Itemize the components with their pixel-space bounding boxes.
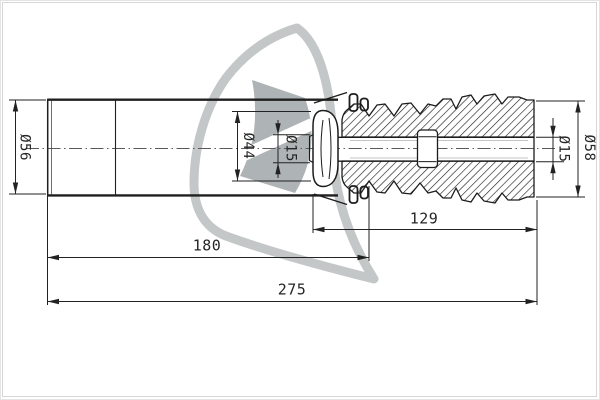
cap-bore-nipple <box>308 134 314 163</box>
arrow-icon <box>575 101 581 113</box>
boot-lower-section <box>341 160 535 204</box>
cap-inner-contour <box>320 119 324 178</box>
boot-upper-section <box>341 93 535 138</box>
arrow-icon <box>12 182 19 194</box>
bellows-boot <box>308 91 535 206</box>
dimension-layer: Ø56 Ø44 Ø15 Ø15 <box>9 99 597 305</box>
dim-collar-outer-diameter: Ø44 <box>232 111 311 182</box>
dim-label-tube-outer-diameter: Ø56 <box>17 134 33 161</box>
dim-rod-bore-diameter: Ø15 <box>273 120 310 178</box>
dim-label-rod-bore-diameter: Ø15 <box>283 135 299 162</box>
arrow-icon <box>47 254 59 261</box>
boot-skirt-bottom-line <box>313 193 348 206</box>
arrow-icon <box>47 298 59 305</box>
cap-inner-contour <box>328 117 332 180</box>
dim-label-collar-outer-diameter: Ø44 <box>240 133 256 160</box>
dim-tube-length: 180 <box>47 186 370 305</box>
dim-bump-stop-outer-diameter: Ø58 <box>536 100 597 198</box>
dim-label-tube-length: 180 <box>193 237 222 255</box>
dust-cover-tube <box>46 98 338 197</box>
dim-label-bump-stop-length: 129 <box>410 210 439 228</box>
dim-label-overall-length: 275 <box>278 281 307 299</box>
logo-glyph-slash <box>230 118 315 166</box>
dim-bump-stop-length: 129 <box>312 194 538 305</box>
arrow-icon <box>525 226 537 233</box>
rod-collar <box>416 129 439 169</box>
dim-rod-end-diameter: Ø15 <box>536 118 572 180</box>
arrow-icon <box>525 298 537 305</box>
arrow-icon <box>12 100 19 112</box>
dim-overall-length: 275 <box>47 281 537 305</box>
arrow-icon <box>550 125 556 138</box>
dim-label-rod-end-diameter: Ø15 <box>556 136 572 163</box>
dim-label-bump-stop-outer-diameter: Ø58 <box>581 135 597 162</box>
arrow-icon <box>575 185 581 197</box>
arrow-icon <box>550 161 556 174</box>
dim-tube-outer-diameter: Ø56 <box>9 99 46 195</box>
boot-skirt-top-line <box>313 91 348 104</box>
boot-end-cap <box>308 109 339 188</box>
